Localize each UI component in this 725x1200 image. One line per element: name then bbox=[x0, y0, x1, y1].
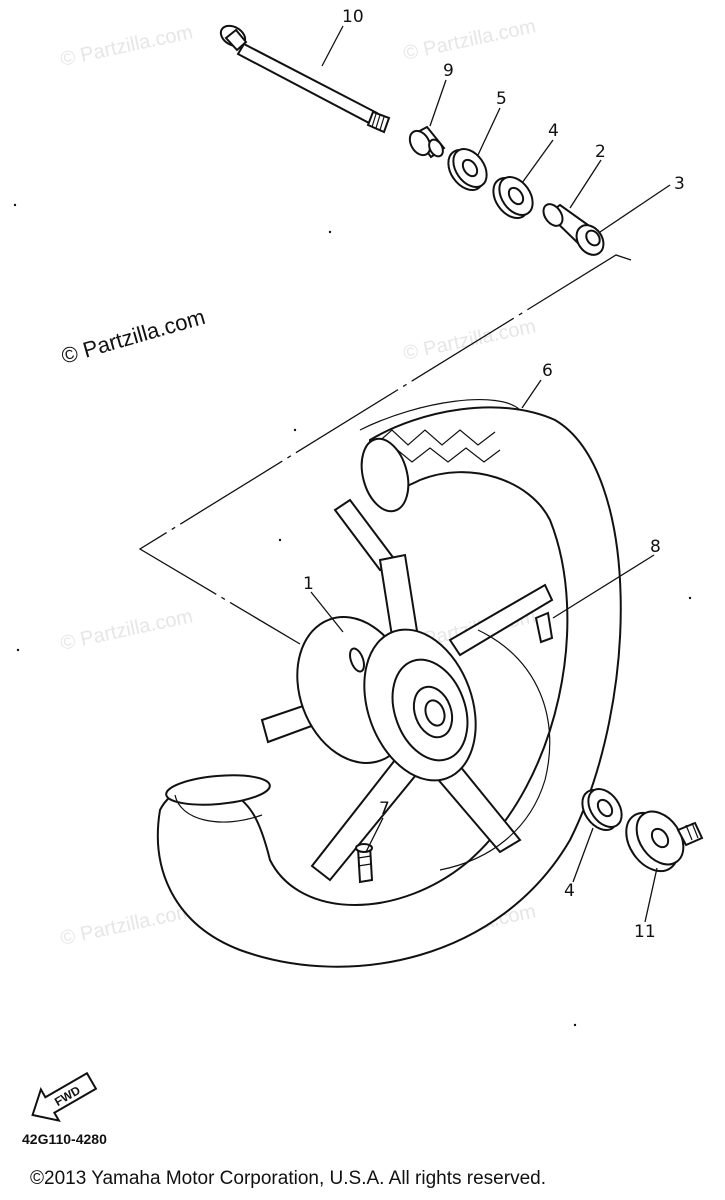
fwd-arrow-icon: FWD bbox=[31, 1071, 98, 1123]
leader-line bbox=[569, 159, 602, 209]
leader-line bbox=[365, 817, 384, 853]
watermark: © Partzilla.com bbox=[58, 605, 194, 655]
scan-specks bbox=[13, 203, 692, 1027]
callout-number: 10 bbox=[342, 7, 364, 27]
gear-unit-part bbox=[625, 810, 704, 873]
balance-weight-part bbox=[534, 611, 554, 644]
watermark: © Partzilla.com bbox=[58, 21, 194, 71]
callout-number: 5 bbox=[496, 89, 507, 109]
watermark: © Partzilla.com bbox=[58, 900, 194, 950]
valve-part bbox=[355, 843, 374, 884]
callout-labels: 10 9 5 4 2 3 6 8 1 7 4 11 bbox=[303, 7, 685, 942]
callout-number: 4 bbox=[564, 881, 575, 901]
callout-number: 11 bbox=[634, 922, 656, 942]
spacer-part bbox=[408, 125, 446, 159]
watermark: © Partzilla.com bbox=[401, 315, 537, 365]
callout-number: 9 bbox=[443, 61, 454, 81]
leader-line bbox=[321, 25, 344, 67]
assembly-guide-lines bbox=[138, 254, 632, 645]
callout-number: 2 bbox=[595, 142, 606, 162]
callout-number: 6 bbox=[542, 361, 553, 381]
leader-line bbox=[429, 79, 447, 127]
leader-line bbox=[644, 867, 658, 923]
wheel-hub-part bbox=[260, 498, 554, 882]
watermark: © Partzilla.com bbox=[401, 15, 537, 65]
copyright-notice: ©2013 Yamaha Motor Corporation, U.S.A. A… bbox=[30, 1168, 546, 1189]
collar-part bbox=[542, 203, 605, 256]
callout-number: 7 bbox=[379, 799, 390, 819]
leader-line bbox=[310, 591, 344, 633]
bearing-part bbox=[447, 148, 488, 191]
bearing-part bbox=[581, 788, 623, 831]
leader-line bbox=[521, 139, 554, 184]
callout-number: 4 bbox=[548, 121, 559, 141]
callout-number: 3 bbox=[674, 174, 685, 194]
leader-line bbox=[599, 184, 671, 233]
callout-number: 1 bbox=[303, 574, 314, 594]
callout-number: 8 bbox=[650, 537, 661, 557]
watermark-main: © Partzilla.com bbox=[58, 304, 207, 369]
leader-line bbox=[521, 379, 542, 409]
leader-line bbox=[552, 554, 655, 619]
leader-line bbox=[572, 827, 594, 883]
axle-part bbox=[219, 24, 391, 134]
leader-lines bbox=[310, 25, 671, 923]
leader-line bbox=[477, 107, 501, 156]
bearing-part bbox=[492, 176, 534, 219]
diagram-code: 42G110-4280 bbox=[22, 1131, 107, 1147]
